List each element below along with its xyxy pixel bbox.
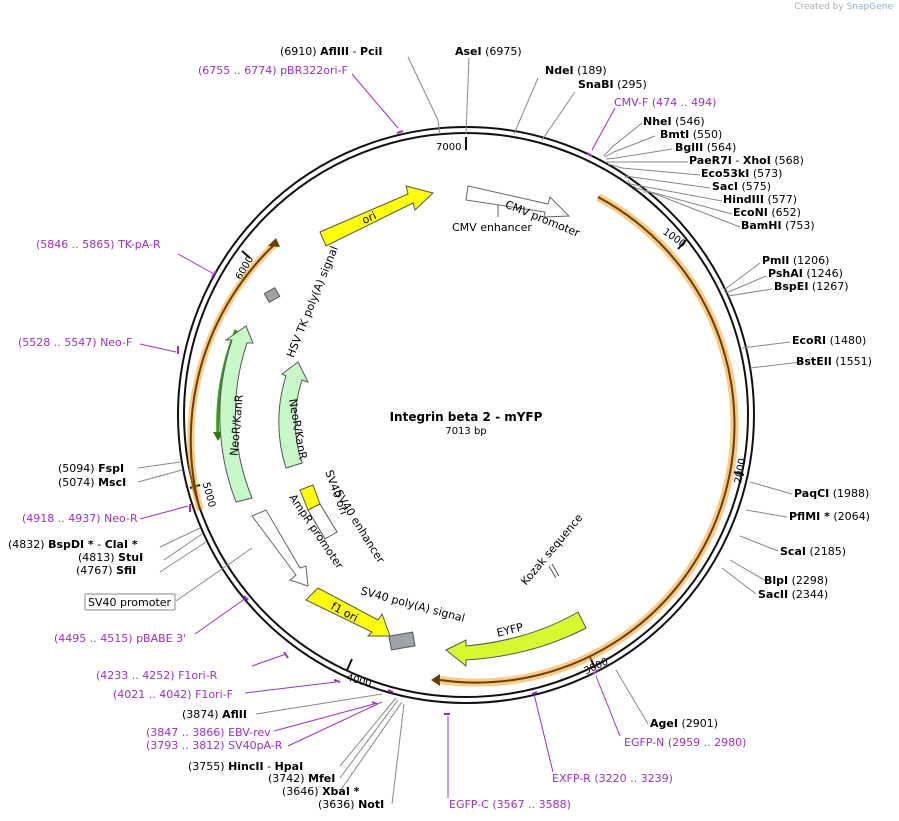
primer-label-egfp-n: EGFP-N (2959 .. 2980)	[624, 736, 746, 749]
site-label-bamhi: BamHI (753)	[741, 219, 815, 232]
sv40-promoter-box[interactable]	[84, 593, 176, 611]
site-label-bspei: BspEI (1267)	[774, 280, 849, 293]
tick-label-5000: 5000	[200, 481, 217, 508]
feature-label-ori: ori	[360, 209, 378, 227]
primer-label-egfp-c: EGFP-C (3567 .. 3588)	[449, 798, 571, 811]
primer-marks	[177, 130, 599, 715]
feature-ampr-promoter[interactable]	[251, 509, 309, 587]
tick-label-2000: 2000	[733, 457, 748, 484]
tick-label-7000: 7000	[436, 142, 461, 153]
left-connectors	[137, 461, 405, 805]
primer-label-neo-f: (5528 .. 5547) Neo-F	[18, 336, 132, 349]
tick-label-4000: 4000	[345, 673, 372, 690]
plasmid-name: Integrin beta 2 - mYFP	[390, 410, 543, 424]
site-label-hindiii: HindIII (577)	[723, 193, 797, 206]
site-label-econi: EcoNI (652)	[733, 206, 801, 219]
orf-left-arrowhead	[268, 238, 280, 247]
snapgene-credit: Created by SnapGene	[794, 2, 893, 12]
primer-label-f1ori-f: (4021 .. 4042) F1ori-F	[113, 688, 233, 701]
plasmid-length: 7013 bp	[445, 426, 486, 437]
primer-label-ebv-rev: (3847 .. 3866) EBV-rev	[146, 726, 271, 739]
feature-label-hsv-tk-polya: HSV TK poly(A) signal	[284, 244, 341, 359]
site-label-blpi: BlpI (2298)	[764, 574, 828, 587]
site-label-saci: SacI (575)	[712, 180, 771, 193]
top-connectors	[407, 56, 802, 725]
feature-neor-kanr-inner[interactable]	[278, 361, 309, 469]
site-label-bspdi-clai: (4832) BspDI * - ClaI *	[8, 538, 138, 551]
site-label-paer7i-xhoi: PaeR7I - XhoI (568)	[689, 154, 804, 167]
orf-arc-right-line	[439, 196, 736, 684]
site-label-asei: AseI (6975)	[455, 45, 522, 58]
primer-label-sv40pa-r: (3793 .. 3812) SV40pA-R	[146, 739, 283, 752]
site-label-bglii: BglII (564)	[675, 141, 736, 154]
primer-label-pbr322ori-f: (6755 .. 6774) pBR322ori-F	[198, 64, 348, 77]
site-label-scai: ScaI (2185)	[780, 545, 846, 558]
feature-kozak-1	[548, 565, 557, 579]
feature-label-cmv-enhancer: CMV enhancer	[452, 221, 532, 234]
site-label-paqci: PaqCI (1988)	[794, 487, 869, 500]
orf-arc-left-line	[189, 242, 277, 511]
site-label-bsteii: BstEII (1551)	[796, 355, 872, 368]
site-label-fspi: (5094) FspI	[58, 462, 124, 475]
site-label-agei: AgeI (2901)	[650, 717, 718, 730]
primer-label-neo-r: (4918 .. 4937) Neo-R	[22, 512, 138, 525]
primer-label-cmv-f: CMV-F (474 .. 494)	[614, 96, 716, 109]
feature-f1-ori[interactable]	[305, 587, 391, 637]
site-label-nhei: NheI (546)	[643, 115, 705, 128]
feature-cmv-promoter[interactable]	[465, 185, 571, 218]
site-label-ndei: NdeI (189)	[545, 64, 607, 77]
site-label-pflmi: PflMI * (2064)	[789, 510, 870, 523]
site-label-afliii-pcii: (6910) AflIII - PciI	[280, 45, 382, 58]
site-label-eco53ki: Eco53kI (573)	[701, 167, 782, 180]
feature-label-kozak: Kozak sequence	[518, 511, 585, 588]
site-label-sfii: (4767) SfiI	[76, 564, 136, 577]
feature-label-eyfp: EYFP	[495, 620, 524, 639]
site-label-pshai: PshAI (1246)	[768, 267, 843, 280]
primer-label-f1ori-r: (4233 .. 4252) F1ori-R	[96, 669, 218, 682]
tick-marks	[189, 137, 745, 671]
feature-sv40-enhancer[interactable]	[307, 503, 338, 540]
site-label-pmli: PmlI (1206)	[762, 254, 829, 267]
site-label-msci: (5074) MscI	[58, 476, 126, 489]
site-label-ecori: EcoRI (1480)	[792, 334, 866, 347]
feature-sv40-polya[interactable]	[388, 631, 416, 651]
site-label-aflii: (3874) AflII	[182, 708, 247, 721]
site-label-sacii: SacII (2344)	[758, 588, 828, 601]
site-label-bmti: BmtI (550)	[660, 128, 722, 141]
primer-connectors	[139, 73, 621, 798]
site-label-xbai: (3646) XbaI *	[282, 785, 360, 798]
feature-kozak-2	[551, 563, 560, 577]
site-label-stui: (4813) StuI	[78, 551, 143, 564]
primer-label-exfp-r: EXFP-R (3220 .. 3239)	[552, 772, 673, 785]
feature-eyfp[interactable]	[445, 611, 587, 668]
site-label-noti: (3636) NotI	[318, 798, 384, 811]
feature-label-sv40-promoter: SV40 promoter	[88, 596, 172, 609]
site-label-snabi: SnaBI (295)	[578, 78, 647, 91]
feature-label-neor-kanr-outer: NeoR/KanR	[228, 394, 246, 457]
feature-ori[interactable]	[319, 185, 435, 247]
site-label-mfei: (3742) MfeI	[268, 772, 335, 785]
feature-hsv-tk-polya[interactable]	[263, 286, 281, 304]
orf-arc-right	[439, 193, 739, 687]
primer-label-pbabe-3: (4495 .. 4515) pBABE 3'	[54, 632, 186, 645]
site-label-hincii-hpai: (3755) HincII - HpaI	[188, 760, 303, 773]
feature-neor-kanr-outer[interactable]	[219, 325, 254, 503]
orf-arrowhead	[431, 674, 440, 686]
primer-label-tk-pa-r: (5846 .. 5865) TK-pA-R	[36, 238, 161, 251]
